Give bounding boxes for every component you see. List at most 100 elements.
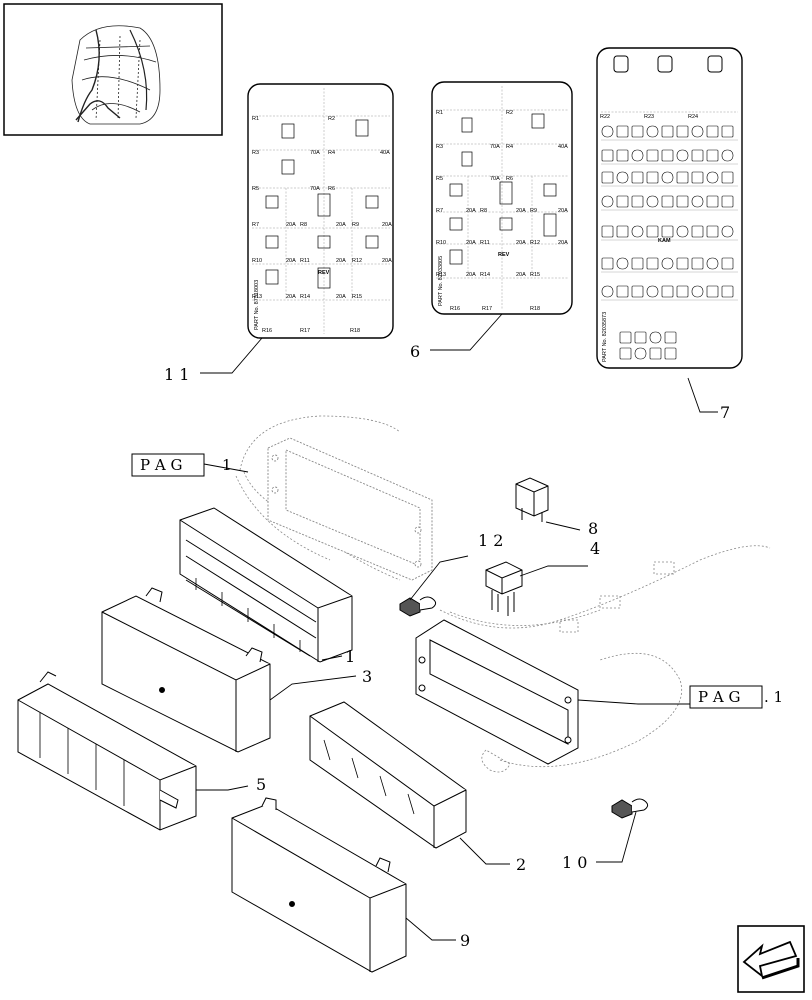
fuse-symbol-icon	[691, 285, 704, 298]
part-1-fuse-block	[179, 507, 353, 663]
amp-rating: 20A	[286, 258, 296, 264]
fuse-symbol-icon	[616, 285, 629, 298]
amp-rating: 70A	[490, 144, 500, 150]
fuse-symbol-icon	[661, 225, 674, 238]
fuse-symbol-icon	[664, 347, 677, 360]
part-5-bracket	[17, 671, 197, 831]
pag-reference-right[interactable]: P A G . 1	[689, 685, 783, 709]
part-10-terminal	[611, 798, 649, 819]
relay-label: R7	[436, 208, 443, 214]
fuse-symbol-icon	[646, 125, 659, 138]
fuse-symbol-icon	[661, 257, 674, 270]
callout-2: 2	[516, 855, 526, 874]
part-4-fuse	[485, 561, 523, 616]
relay-label: R11	[480, 240, 490, 246]
part-number: PART No. 82033805	[438, 256, 444, 306]
relay-label: R15	[352, 294, 362, 300]
fuse-symbol-icon	[649, 347, 662, 360]
fuse-symbol-icon	[691, 257, 704, 270]
next-page-arrow-icon[interactable]	[737, 925, 805, 993]
fuse-symbol-icon	[691, 149, 704, 162]
relay-label: R24	[688, 114, 698, 120]
relay-label: R23	[644, 114, 654, 120]
fuse-card-right: R22 R23 R24 KAM PART No. 82035873	[596, 47, 743, 369]
fuse-symbol-icon	[706, 171, 719, 184]
callout-1: 1	[345, 647, 355, 666]
relay-label: R15	[530, 272, 540, 278]
part-number: PART No. 87318003	[254, 280, 260, 330]
fuse-symbol-icon	[634, 331, 647, 344]
fuse-symbol-icon	[721, 257, 734, 270]
relay-label: R13	[252, 294, 262, 300]
fuse-symbol-icon	[676, 285, 689, 298]
fuse-symbol-icon	[616, 171, 629, 184]
amp-rating: 20A	[466, 272, 476, 278]
fuse-symbol-icon	[646, 171, 659, 184]
fuse-symbol-icon	[706, 257, 719, 270]
relay-label: R12	[530, 240, 540, 246]
relay-label: R14	[480, 272, 490, 278]
relay-label: R18	[530, 306, 540, 312]
part-9-cover	[231, 797, 407, 973]
fuse-symbol-icon	[631, 125, 644, 138]
fuse-symbol-icon	[691, 125, 704, 138]
part-8-relay	[515, 477, 549, 522]
fuse-symbol-icon	[601, 149, 614, 162]
fuse-symbol-icon	[676, 195, 689, 208]
relay-label: R14	[300, 294, 310, 300]
leader-lines	[196, 313, 718, 941]
amp-rating: 20A	[516, 272, 526, 278]
amp-rating: 20A	[516, 240, 526, 246]
amp-rating: 40A	[380, 150, 390, 156]
callout-8: 8	[588, 519, 598, 538]
relay-label: R22	[600, 114, 610, 120]
amp-rating: 20A	[286, 222, 296, 228]
fuse-symbol-icon	[706, 125, 719, 138]
relay-label: R6	[328, 186, 335, 192]
part-1-frame-upper	[267, 437, 433, 581]
fuse-symbol-icon	[691, 195, 704, 208]
fuse-symbol-icon	[631, 257, 644, 270]
pag-number: . 1	[764, 688, 783, 706]
relay-label: R9	[352, 222, 359, 228]
pag-reference-left[interactable]: P A G 1	[131, 453, 232, 477]
fuse-symbol-icon	[631, 195, 644, 208]
part-12-terminal	[399, 596, 437, 617]
fuse-symbol-icon	[706, 285, 719, 298]
relay-label: R12	[352, 258, 362, 264]
fuse-symbol-icon	[616, 257, 629, 270]
fuse-symbol-icon	[664, 331, 677, 344]
fuse-symbol-icon	[631, 225, 644, 238]
part-2-fuse-block	[309, 701, 467, 849]
fuse-symbol-icon	[646, 257, 659, 270]
relay-label: R8	[480, 208, 487, 214]
fuse-symbol-icon	[631, 149, 644, 162]
relay-label: R2	[328, 116, 335, 122]
fuse-symbol-icon	[661, 195, 674, 208]
kam-label: KAM	[658, 238, 671, 244]
relay-label: R5	[252, 186, 259, 192]
amp-rating: 20A	[516, 208, 526, 214]
fuse-symbol-icon	[646, 225, 659, 238]
amp-rating: 20A	[558, 240, 568, 246]
harness-left	[235, 415, 401, 581]
relay-label: R8	[300, 222, 307, 228]
fuse-symbol-icon	[661, 125, 674, 138]
relay-label: R2	[506, 110, 513, 116]
amp-rating: 20A	[336, 222, 346, 228]
relay-label: R18	[350, 328, 360, 334]
fuse-symbol-icon	[631, 171, 644, 184]
fuse-symbol-icon	[721, 225, 734, 238]
part-number: PART No. 82035873	[602, 312, 608, 362]
relay-label: R17	[482, 306, 492, 312]
top-relay-icons	[613, 55, 723, 73]
fuse-symbol-icon	[676, 125, 689, 138]
amp-rating: 20A	[336, 294, 346, 300]
fuse-symbol-icon	[619, 331, 632, 344]
fuse-symbol-icon	[634, 347, 647, 360]
relay-label: R4	[506, 144, 513, 150]
amp-rating: 70A	[490, 176, 500, 182]
fuse-symbol-icon	[721, 285, 734, 298]
fuse-symbol-icon	[706, 149, 719, 162]
